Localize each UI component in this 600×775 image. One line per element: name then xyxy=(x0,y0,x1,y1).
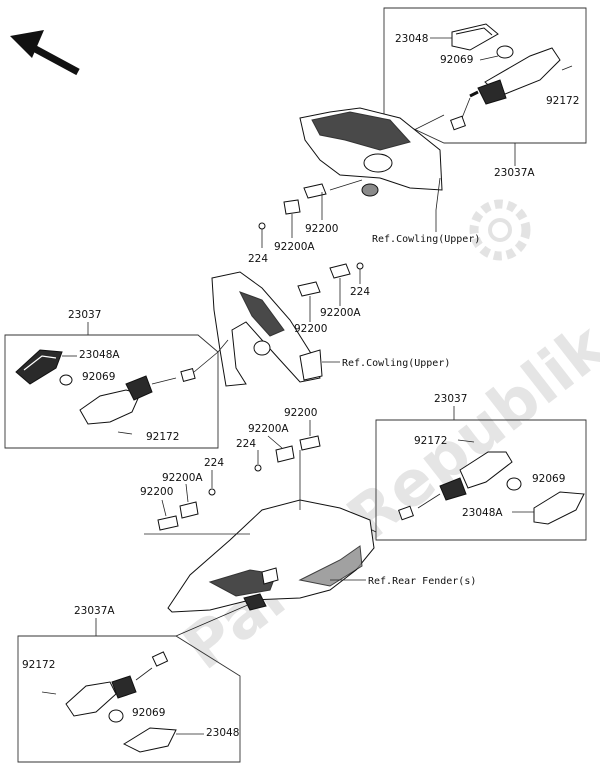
label-mid-92200a: 92200A xyxy=(320,307,361,319)
lens-23048a-part xyxy=(15,349,63,385)
label-rear-224: 224 xyxy=(204,457,224,469)
turn-signal-body-part xyxy=(79,368,196,425)
label-mid-92200: 92200 xyxy=(294,323,327,335)
label-rear-92200a: 92200A xyxy=(162,472,203,484)
clip-92200-part xyxy=(303,183,327,199)
label-rear-92200a-top: 92200A xyxy=(248,423,289,435)
assembly-bottom-left: 23037A 92172 92069 23048 xyxy=(17,605,241,763)
label-lens: 23048 xyxy=(395,33,428,45)
label-screw: 92172 xyxy=(414,435,447,447)
turn-signal-body-part xyxy=(65,651,169,717)
ref-cowling-upper-mid: Ref.Cowling(Upper) xyxy=(342,358,450,369)
bracket-set-rear: 92200 92200A 224 224 92200A 92200 xyxy=(140,407,321,535)
clip-92200a-part xyxy=(329,263,351,279)
label-lens: 23048A xyxy=(462,507,503,519)
label-lens: 23048 xyxy=(206,727,239,739)
label-rear-92200: 92200 xyxy=(140,486,173,498)
label-screw: 92172 xyxy=(546,95,579,107)
label-top-92200: 92200 xyxy=(305,223,338,235)
front-direction-arrow-icon xyxy=(10,30,80,76)
label-assembly-bottom-left: 23037A xyxy=(74,605,115,617)
upper-cowling-part xyxy=(299,107,443,211)
lens-23048-part xyxy=(122,727,177,753)
turn-signal-body-part xyxy=(398,451,513,521)
label-bulb: 92069 xyxy=(132,707,165,719)
label-top-92200a: 92200A xyxy=(274,241,315,253)
bulb-92069-part xyxy=(108,709,124,723)
clip-92200a-part xyxy=(283,199,301,215)
headlight-stay-part xyxy=(211,271,323,387)
ref-cowling-upper-top: Ref.Cowling(Upper) xyxy=(372,234,480,245)
turn-signal-body-part xyxy=(450,47,561,131)
watermark-gear-icon xyxy=(469,199,531,261)
rear-fender-part xyxy=(167,499,375,613)
clip-92200-part xyxy=(297,281,321,297)
bracket-set-top: 92200 92200A 224 xyxy=(248,183,338,265)
bracket-set-mid: 224 92200A 92200 xyxy=(294,262,370,335)
label-bulb: 92069 xyxy=(532,473,565,485)
ref-rear-fender: Ref.Rear Fender(s) xyxy=(368,576,476,587)
label-bulb: 92069 xyxy=(440,54,473,66)
lens-23048-part xyxy=(451,23,499,51)
lens-23048a-part xyxy=(533,491,585,525)
label-top-224: 224 xyxy=(248,253,268,265)
label-assembly-right: 23037 xyxy=(434,393,467,405)
screw-224-part xyxy=(356,262,364,270)
label-screw: 92172 xyxy=(146,431,179,443)
bulb-92069-part xyxy=(496,45,514,59)
label-bulb: 92069 xyxy=(82,371,115,383)
bulb-92069-part xyxy=(506,477,522,491)
label-rear-224-top: 224 xyxy=(236,438,256,450)
label-assembly-top-right: 23037A xyxy=(494,167,535,179)
assembly-top-right: 23048 92069 92172 23037A xyxy=(383,7,587,179)
label-rear-92200-top: 92200 xyxy=(284,407,317,419)
assembly-left: 23037 23048A 92069 92172 xyxy=(4,309,219,449)
label-mid-224: 224 xyxy=(350,286,370,298)
screw-224-part xyxy=(258,222,266,230)
assembly-right: 23037 92172 92069 23048A xyxy=(375,393,587,541)
label-assembly-left: 23037 xyxy=(68,309,101,321)
label-screw: 92172 xyxy=(22,659,55,671)
label-lens: 23048A xyxy=(79,349,120,361)
bulb-92069-part xyxy=(59,374,73,386)
